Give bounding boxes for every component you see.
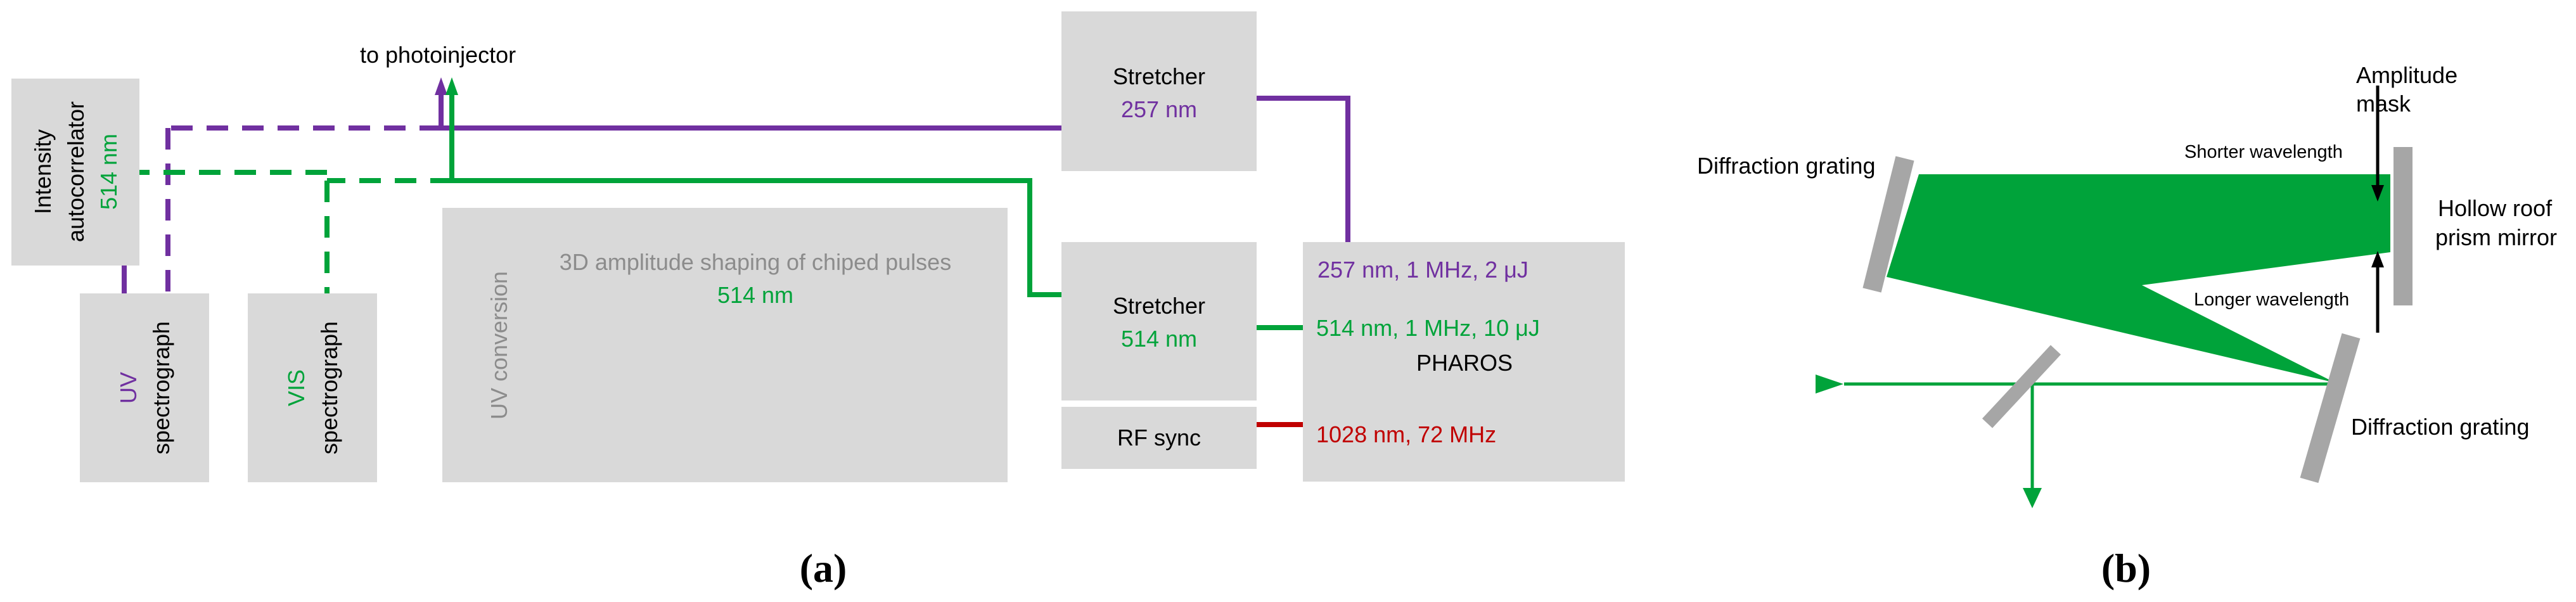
dispersed-beam	[1887, 174, 2390, 383]
panel-b: Diffraction grating Diffraction grating …	[1697, 62, 2557, 591]
pharos-output-uv: 257 nm, 1 MHz, 2 μJ	[1317, 257, 1528, 283]
diffraction-grating-top	[1862, 156, 1914, 293]
vis-spectrograph-box	[248, 293, 377, 482]
shorter-wavelength-label: Shorter wavelength	[2184, 142, 2343, 162]
autocorrelator-box	[11, 79, 139, 266]
uv-spectrograph-line2: spectrograph	[148, 321, 174, 454]
shaping-box	[442, 208, 1008, 482]
stretcher-uv-box	[1061, 11, 1257, 171]
stretcher-uv-title: Stretcher	[1113, 63, 1205, 89]
input-beam-path	[1844, 382, 2335, 494]
beam-splitter	[1982, 345, 2061, 428]
vis-beam-path	[139, 94, 1303, 330]
stretcher-vis-wavelength: 514 nm	[1121, 326, 1197, 352]
vis-spectrograph-line1: VIS	[283, 369, 309, 406]
rf-sync-box	[1061, 407, 1257, 469]
pharos-output-ir: 1028 nm, 72 MHz	[1316, 421, 1496, 447]
rf-sync-label: RF sync	[1117, 425, 1201, 451]
panel-b-caption: (b)	[2101, 546, 2151, 591]
longer-wavelength-label: Longer wavelength	[2194, 290, 2349, 310]
uv-spectrograph-box	[80, 293, 209, 482]
diffraction-grating-bottom	[2300, 333, 2361, 484]
vis-arrowhead	[445, 77, 458, 95]
amplitude-mask-line2: mask	[2356, 91, 2411, 117]
uv-spectrograph-line1: UV	[115, 372, 141, 404]
panel-a-caption: (a)	[800, 546, 847, 591]
vis-spectrograph-label: VIS spectrograph	[283, 321, 342, 454]
grating-top-label: Diffraction grating	[1697, 153, 1875, 179]
to-photoinjector-label: to photoinjector	[360, 42, 516, 68]
output-arrowhead	[2023, 488, 2042, 508]
mirror-label-line2: prism mirror	[2435, 224, 2557, 250]
autocorrelator-wavelength: 514 nm	[96, 134, 122, 210]
mirror-label-line1: Hollow roof	[2438, 195, 2553, 221]
shaping-wavelength: 514 nm	[717, 282, 793, 308]
pharos-output-vis: 514 nm, 1 MHz, 10 μJ	[1316, 315, 1540, 341]
panel-a: to photoinjector Intensity autocorrelato…	[11, 11, 1625, 591]
pharos-box	[1303, 242, 1625, 482]
uv-beam-path	[122, 94, 1350, 293]
amplitude-mask-top-arrowhead	[2371, 185, 2384, 202]
vis-spectrograph-line2: spectrograph	[316, 321, 342, 454]
hollow-roof-prism-mirror	[2393, 147, 2413, 305]
stretcher-vis-title: Stretcher	[1113, 293, 1205, 319]
amplitude-mask-bottom-arrowhead	[2371, 251, 2384, 267]
uv-arrowhead	[435, 77, 447, 95]
grating-bottom-label: Diffraction grating	[2351, 414, 2529, 440]
stretcher-uv-wavelength: 257 nm	[1121, 96, 1197, 122]
stretcher-vis-box	[1061, 242, 1257, 400]
amplitude-mask-line1: Amplitude	[2356, 62, 2457, 88]
autocorrelator-label: Intensity autocorrelator 514 nm	[30, 101, 122, 242]
input-arrowhead	[1816, 375, 1843, 394]
shaping-title: 3D amplitude shaping of chiped pulses	[560, 249, 951, 275]
uv-spectrograph-label: UV spectrograph	[115, 321, 174, 454]
autocorrelator-line2: autocorrelator	[63, 101, 89, 242]
uv-conversion-label: UV conversion	[486, 271, 512, 419]
autocorrelator-line1: Intensity	[30, 129, 56, 214]
pharos-name: PHAROS	[1416, 350, 1513, 376]
